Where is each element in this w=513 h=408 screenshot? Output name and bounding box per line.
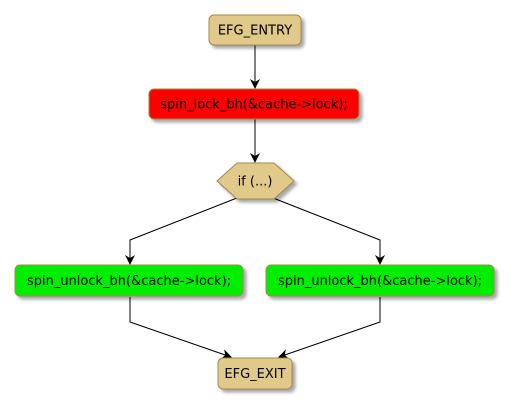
unlock-left-node-label: spin_unlock_bh(&cache->lock); — [27, 274, 231, 289]
edges — [125, 45, 385, 359]
edge-unlock-right-to-exit — [278, 297, 381, 359]
unlock-left-node: spin_unlock_bh(&cache->lock); — [14, 264, 244, 297]
unlock-right-node: spin_unlock_bh(&cache->lock); — [265, 264, 495, 297]
unlock-left-node-box — [14, 264, 244, 297]
decision-node-diamond — [216, 162, 295, 200]
exit-node-label: EFG_EXIT — [224, 367, 285, 382]
entry-node-box — [208, 14, 302, 46]
exit-node: EFG_EXIT — [217, 357, 293, 390]
lock-node-box — [148, 88, 360, 120]
edge-decision-to-unlock-right — [267, 195, 385, 265]
entry-node-label: EFG_ENTRY — [218, 24, 292, 39]
decision-node: if (...) — [216, 162, 295, 200]
edge-unlock-left-to-exit — [129, 297, 232, 359]
unlock-right-node-box — [265, 264, 495, 297]
lock-node-label: spin_lock_bh(&cache->lock); — [160, 98, 348, 113]
unlock-right-node-label: spin_unlock_bh(&cache->lock); — [278, 274, 482, 289]
decision-node-label: if (...) — [238, 175, 273, 190]
edge-decision-to-unlock-left — [125, 195, 243, 265]
lock-node: spin_lock_bh(&cache->lock); — [148, 88, 360, 120]
entry-node: EFG_ENTRY — [208, 14, 302, 46]
exit-node-box — [217, 357, 293, 390]
